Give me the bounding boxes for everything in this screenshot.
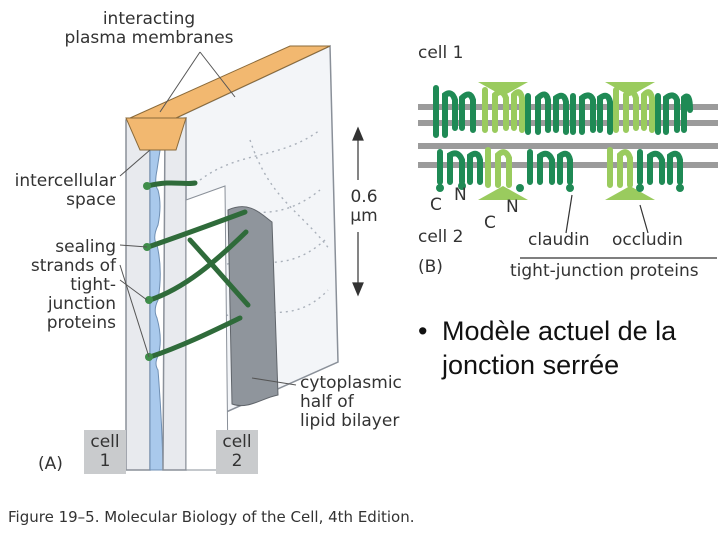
membranes-label: interacting plasma membranes: [54, 10, 244, 48]
occludin-label: occludin: [612, 230, 683, 250]
membranes-label-line1: interacting: [102, 9, 196, 29]
sealing-strands-label: sealing strands of tight- junction prote…: [0, 238, 116, 333]
intercellular-label-line2: space: [66, 190, 116, 210]
claudin-label: claudin: [528, 230, 590, 250]
terminus-n-1: N: [454, 185, 467, 205]
scale-label: 0.6 μm: [344, 188, 384, 226]
terminus-c-1: C: [430, 195, 442, 215]
bilayer-label: cytoplasmic half of lipid bilayer: [300, 374, 420, 431]
terminus-c-2: C: [484, 213, 496, 233]
intercellular-label-line1: intercellular: [14, 171, 116, 191]
panel-a-label: (A): [38, 454, 63, 474]
cell1-box-line2: 1: [99, 451, 111, 471]
panel-b-label: (B): [418, 257, 443, 277]
sealing-line1: sealing: [55, 237, 116, 257]
cell2-box-line2: 2: [231, 451, 243, 471]
sealing-line3: tight-: [70, 275, 116, 295]
bullet-symbol: •: [418, 316, 428, 346]
bullet-text: Modèle actuel de la jonction serrée: [442, 316, 677, 380]
bilayer-line1: cytoplasmic: [300, 373, 402, 393]
scale-value: 0.6: [350, 187, 378, 207]
cell2-box-line1: cell: [222, 432, 252, 452]
sealing-line4: junction: [47, 294, 116, 314]
cell1-box-line1: cell: [90, 432, 120, 452]
cell2-box: cell 2: [216, 430, 258, 474]
panel-b-cell1-label: cell 1: [418, 43, 464, 63]
sealing-line5: proteins: [46, 313, 116, 333]
tight-junction-proteins-label: tight-junction proteins: [510, 261, 699, 281]
panel-b-cell2-label: cell 2: [418, 227, 464, 247]
membranes-label-line2: plasma membranes: [64, 28, 234, 48]
bilayer-line3: lipid bilayer: [300, 411, 400, 431]
scale-unit: μm: [350, 206, 378, 226]
cell1-box: cell 1: [84, 430, 126, 474]
figure-caption: Figure 19–5. Molecular Biology of the Ce…: [8, 508, 415, 526]
bilayer-line2: half of: [300, 392, 354, 412]
sealing-line2: strands of: [30, 256, 116, 276]
intercellular-space-label: intercellular space: [0, 172, 116, 210]
terminus-n-2: N: [506, 197, 519, 217]
